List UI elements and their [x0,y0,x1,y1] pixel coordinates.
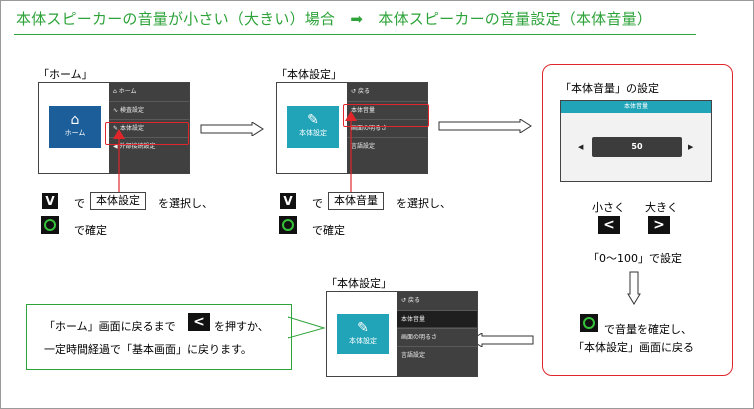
step2-confirm: で確定 [312,224,345,237]
settings-tile-label: 本体設定 [349,337,377,345]
left-key-icon: < [598,216,620,234]
callout-line1-b: を押すか、 [214,320,269,333]
step2-target-label: 本体音量 [328,192,384,210]
highlight-box-volume [343,104,429,127]
menu-item-volume[interactable]: 本体音量 [347,101,427,118]
menu-item-label: 画面の明るさ [351,125,388,132]
menu-item-inspection[interactable]: ∿ 検査設定 [109,101,189,118]
right-key-icon: > [648,216,670,234]
note-callout [26,304,292,370]
menu-item-back[interactable]: ↺ 戻る [347,83,427,100]
settings-menu: ↺ 戻る 本体音量 画面の明るさ 言語設定 [397,292,477,376]
decrease-label: 小さく [592,201,625,214]
menu-item-label: 検査設定 [119,107,144,114]
menu-item-brightness[interactable]: 画面の明るさ [347,119,427,136]
menu-item-back[interactable]: ↺ 戻る [397,292,477,309]
flow-arrow-left [470,333,534,347]
menu-item-label: 言語設定 [351,143,376,150]
ok-key-icon [279,216,297,234]
volume-screen: 本体音量 ◀ 50 ▶ [560,100,712,182]
back-icon: ↺ [401,297,408,304]
callout-line2: 一定時間経過で「基本画面」に戻ります。 [44,343,252,356]
flow-arrow-right [438,119,532,133]
settings-tile[interactable]: ✎ 本体設定 [337,314,389,354]
step3-label: 「本体音量」の設定 [560,82,659,95]
step4-label: 「本体設定」 [326,277,392,290]
down-key-icon: V [42,193,58,209]
decrease-arrow-icon[interactable]: ◀ [578,143,584,151]
home-icon: ⌂ [70,112,80,128]
settings-menu: ↺ 戻る 本体音量 画面の明るさ 言語設定 [347,83,427,173]
home-tile[interactable]: ⌂ ホーム [49,106,101,148]
step3-confirm-line2: 「本体設定」画面に戻る [573,341,694,354]
step1-instruction-select: を選択し、 [158,197,213,210]
settings-tile-label: 本体設定 [299,129,327,137]
menu-item-label: 戻る [407,297,420,304]
step2-instruction-with: で [312,197,323,210]
menu-item-language[interactable]: 言語設定 [347,137,427,154]
step3-confirm-line1: で音量を確定し、 [604,323,692,336]
step1-target-label: 本体設定 [90,192,146,210]
step1-instruction-with: で [74,197,85,210]
step1-label: 「ホーム」 [38,68,93,81]
increase-arrow-icon[interactable]: ▶ [688,143,694,151]
settings-screen: ✎ 本体設定 ↺ 戻る 本体音量 画面の明るさ 言語設定 [276,82,428,174]
step2-instruction-select: を選択し、 [396,197,451,210]
range-text: 「0〜100」で設定 [588,252,682,265]
ok-key-icon [41,216,59,234]
menu-item-language[interactable]: 言語設定 [397,346,477,363]
highlight-box-device-settings [105,122,189,145]
wave-icon: ∿ [113,107,120,114]
menu-item-home[interactable]: ⌂ ホーム [109,83,189,100]
menu-item-label: ホーム [118,88,137,95]
menu-item-label: 本体音量 [351,107,376,114]
flow-arrow-right [200,122,264,136]
menu-item-external-connection[interactable]: ◀ 外部接続設定 [109,137,189,154]
flow-arrow-down [627,271,641,305]
menu-item-label: 外部接続設定 [119,143,156,150]
callout-pointer [288,316,326,339]
home-menu: ⌂ ホーム ∿ 検査設定 ✎ 本体設定 ◀ 外部接続設定 [109,83,189,173]
home-icon: ⌂ [113,88,119,95]
menu-item-label: 戻る [357,88,370,95]
menu-item-label: 画面の明るさ [401,334,438,341]
wrench-icon: ✎ [113,125,120,132]
volume-screen-header: 本体音量 [561,101,711,113]
volume-value: 50 [592,137,682,157]
volume-setting-panel [542,64,733,376]
wrench-icon: ✎ [307,112,319,128]
menu-item-label: 本体設定 [119,125,144,132]
signal-icon: ◀ [113,143,120,150]
pointer-arrow [344,111,357,200]
menu-item-label: 本体音量 [401,316,426,323]
ok-key-icon [580,314,598,332]
callout-line1-a: 「ホーム」画面に戻るまで [44,320,176,333]
settings-tile[interactable]: ✎ 本体設定 [287,106,339,148]
left-key-icon: < [188,313,210,331]
back-icon: ↺ [351,88,358,95]
page-title: 本体スピーカーの音量が小さい（大きい）場合 ➡ 本体スピーカーの音量設定（本体音… [16,10,652,28]
settings-screen-return: ✎ 本体設定 ↺ 戻る 本体音量 画面の明るさ 言語設定 [326,291,478,377]
step2-label: 「本体設定」 [276,68,342,81]
title-underline [14,34,696,35]
menu-item-label: 言語設定 [401,352,426,359]
menu-item-brightness[interactable]: 画面の明るさ [397,328,477,345]
increase-label: 大きく [645,201,678,214]
down-key-icon: V [280,193,296,209]
home-tile-label: ホーム [64,129,86,137]
home-screen: ⌂ ホーム ⌂ ホーム ∿ 検査設定 ✎ 本体設定 ◀ 外部接続設定 [38,82,190,174]
wrench-icon: ✎ [357,320,369,336]
menu-item-volume[interactable]: 本体音量 [397,310,477,327]
menu-item-device-settings[interactable]: ✎ 本体設定 [109,119,189,136]
step1-confirm: で確定 [74,224,107,237]
